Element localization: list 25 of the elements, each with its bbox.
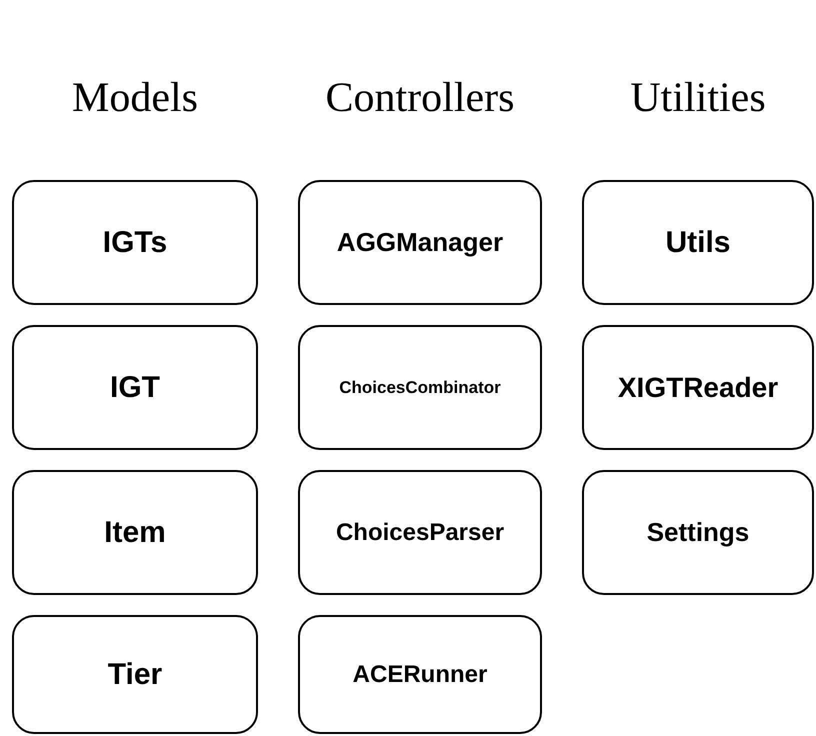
class-box	[582, 470, 814, 595]
class-name: Item	[104, 516, 166, 550]
class-box	[298, 325, 542, 450]
class-box	[12, 470, 258, 595]
class-box	[298, 470, 542, 595]
class-name: IGTs	[102, 226, 168, 260]
class-box	[298, 180, 542, 305]
class-name: AGGManager	[336, 227, 504, 258]
class-box	[12, 615, 258, 734]
column-heading: Controllers	[324, 74, 516, 122]
class-name: ChoicesCombinator	[339, 378, 501, 398]
class-box	[298, 615, 542, 734]
class-name: ACERunner	[352, 660, 488, 688]
class-name: Utils	[665, 226, 730, 260]
class-box	[582, 325, 814, 450]
column-heading: Utilities	[629, 74, 767, 122]
class-name: XIGTReader	[618, 372, 778, 404]
class-box	[12, 325, 258, 450]
class-name: IGT	[110, 370, 160, 404]
class-box	[12, 180, 258, 305]
class-name: ChoicesParser	[336, 518, 504, 546]
column-heading: Models	[71, 74, 199, 122]
class-box	[582, 180, 814, 305]
class-name: Tier	[108, 658, 162, 692]
class-name: Settings	[646, 517, 750, 548]
